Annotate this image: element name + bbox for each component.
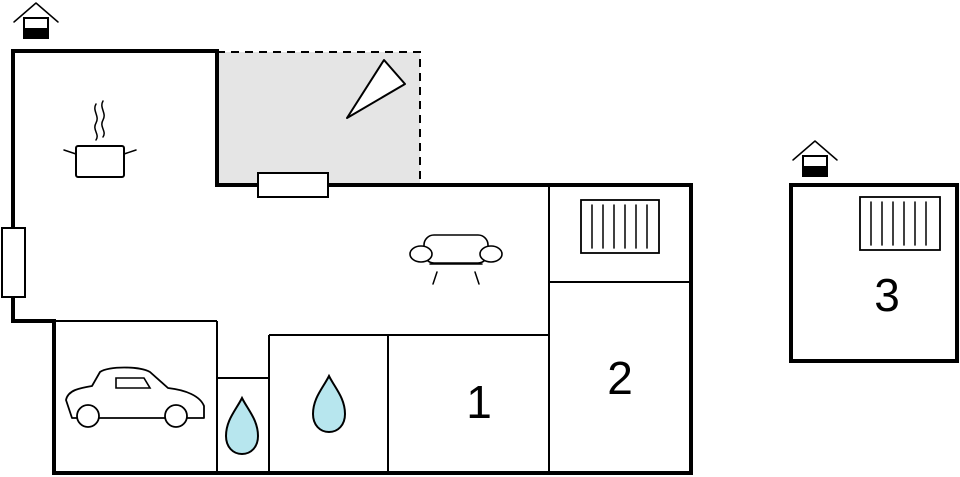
radiator-icon	[580, 199, 660, 254]
sun-icon	[346, 59, 406, 119]
annex-building	[789, 183, 959, 363]
main-building-outline	[11, 49, 693, 475]
entrance-icon	[13, 2, 59, 39]
stove-icon	[63, 100, 137, 178]
room-number-2: 2	[607, 352, 633, 404]
radiator-icon	[859, 196, 941, 251]
room-number-3: 3	[874, 269, 900, 321]
water-drop-icon	[311, 373, 347, 434]
room-number-1: 1	[466, 376, 492, 428]
sofa-icon	[409, 234, 503, 285]
window-icon	[257, 172, 329, 198]
window-icon	[1, 227, 26, 298]
water-drop-icon	[224, 395, 260, 456]
entrance-icon	[792, 140, 838, 177]
interior-walls	[54, 185, 691, 473]
car-icon	[65, 366, 205, 428]
